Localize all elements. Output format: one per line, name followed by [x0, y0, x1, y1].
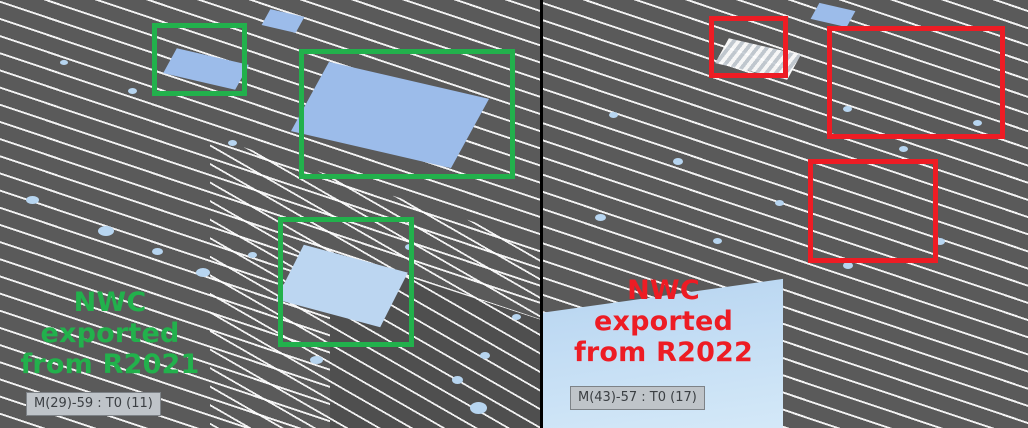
left-highlight-box-2	[299, 49, 515, 179]
roof-fixture	[228, 140, 237, 146]
roof-fixture	[843, 106, 852, 112]
roof-fixture	[248, 252, 257, 258]
roof-fixture	[60, 60, 68, 65]
roof-fixture	[98, 226, 114, 236]
roof-fixture	[775, 200, 784, 206]
pane-divider	[540, 0, 543, 428]
left-status-badge: M(29)-59 : T0 (11)	[26, 392, 161, 416]
right-status-badge: M(43)-57 : T0 (17)	[570, 386, 705, 410]
left-highlight-box-1	[152, 23, 247, 96]
roof-fixture	[470, 402, 487, 414]
roof-fixture	[512, 314, 521, 320]
left-highlight-box-3	[278, 217, 414, 347]
roof-fixture	[609, 112, 618, 118]
right-highlight-box-2	[827, 26, 1005, 139]
roof-fixture	[843, 262, 853, 269]
roof-fixture	[452, 376, 463, 384]
roof-fixture	[673, 158, 683, 165]
roof-fixture	[713, 238, 722, 244]
roof-fixture	[973, 120, 982, 126]
roof-fixture	[480, 352, 490, 359]
roof-fixture	[196, 268, 210, 277]
roof-fixture	[310, 356, 323, 364]
roof-fixture	[128, 88, 137, 94]
right-caption: NWC exported from R2022	[573, 275, 754, 368]
left-caption: NWC exported from R2021	[20, 287, 200, 380]
roof-fixture	[899, 146, 908, 152]
roof-fixture	[935, 238, 945, 245]
roof-fixture	[595, 214, 606, 221]
right-highlight-box-1	[709, 16, 788, 78]
roof-fixture	[152, 248, 163, 255]
right-highlight-box-3	[808, 159, 938, 263]
r2021-view	[0, 0, 540, 428]
roof-geometry-r2022	[543, 0, 1028, 428]
roof-fixture	[26, 196, 39, 204]
